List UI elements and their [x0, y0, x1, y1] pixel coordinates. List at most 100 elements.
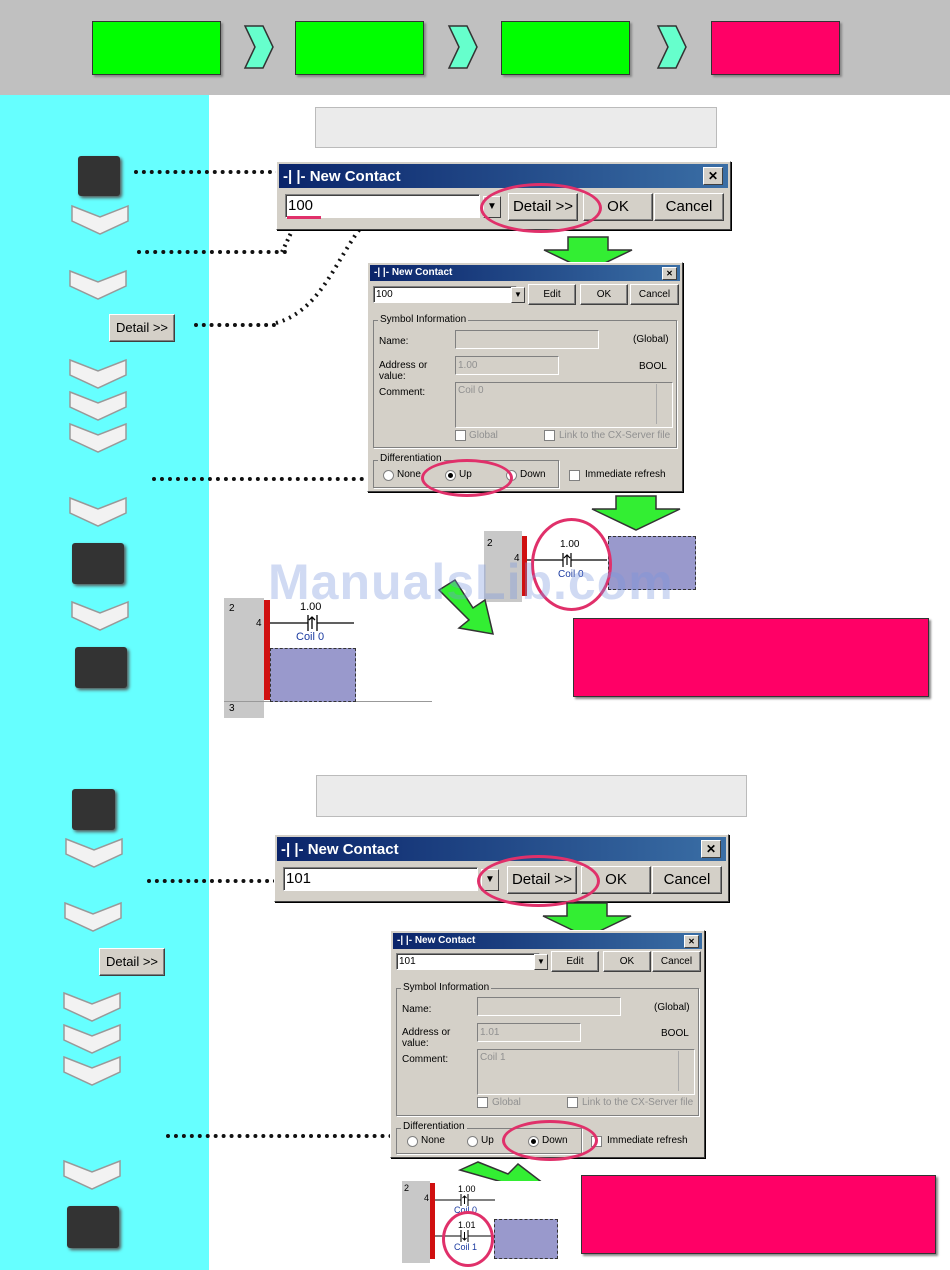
address-field[interactable]: 1.01 — [477, 1023, 581, 1042]
dialog-title: -| |- New Contact — [397, 935, 476, 946]
chevron-right-icon — [656, 25, 687, 69]
ladder-gutter — [402, 1181, 430, 1263]
radio-none[interactable] — [383, 470, 394, 481]
radio-up[interactable] — [467, 1136, 478, 1147]
arrow-down-icon — [591, 495, 681, 531]
comment-label: Comment: — [402, 1054, 449, 1065]
dialog-title-bar: -| |- New Contact ✕ — [393, 933, 702, 949]
key-square-marker — [72, 789, 115, 830]
leader-line — [194, 323, 276, 327]
rung-number: 2 — [487, 538, 493, 549]
radio-none[interactable] — [407, 1136, 418, 1147]
comment-label: Comment: — [379, 387, 426, 398]
dialog-title: -| |- New Contact — [281, 841, 399, 858]
power-rail — [430, 1183, 435, 1259]
chevron-down-icon — [63, 991, 121, 1022]
operand-input[interactable]: 100 — [373, 286, 517, 303]
link-checkbox[interactable] — [544, 430, 555, 441]
watermark: ManualsLib.com — [268, 554, 674, 610]
rung-number: 3 — [229, 703, 235, 714]
new-contact-detail-dialog: -| |- New Contact ✕ 100 ▼ Edit OK Cancel… — [367, 262, 683, 492]
cancel-button[interactable]: Cancel — [652, 951, 701, 972]
note-box — [581, 1175, 936, 1254]
operand-input[interactable]: 101 — [283, 867, 478, 891]
immediate-refresh-checkbox[interactable] — [569, 470, 580, 481]
ladder-snippet: 2 4 3 1.00 Coil 0 — [224, 598, 432, 718]
chevron-down-icon — [69, 390, 127, 421]
chevron-down-icon — [69, 269, 127, 300]
leader-line — [275, 204, 483, 325]
section-title-bar — [316, 775, 747, 817]
ladder-cursor[interactable] — [608, 536, 696, 590]
close-icon[interactable]: ✕ — [684, 935, 699, 948]
cancel-button[interactable]: Cancel — [652, 866, 722, 894]
contact-symbol — [270, 615, 354, 631]
group-label: Symbol Information — [401, 982, 492, 993]
ladder-cursor[interactable] — [494, 1219, 558, 1259]
global-tag: (Global) — [633, 334, 669, 345]
operand-input[interactable]: 100 — [285, 194, 480, 218]
chevron-down-icon — [71, 204, 129, 235]
chevron-down-icon — [63, 1159, 121, 1190]
address-label: Address or value: — [379, 360, 428, 382]
key-square-marker — [72, 543, 124, 584]
contact-comment: Coil 0 — [454, 1205, 478, 1215]
immediate-refresh-label: Immediate refresh — [585, 469, 666, 480]
link-checkbox[interactable] — [567, 1097, 578, 1108]
contact-comment: Coil 0 — [296, 631, 325, 643]
section-title-bar — [315, 107, 717, 148]
operand-input[interactable]: 101 — [396, 953, 540, 970]
edit-button[interactable]: Edit — [528, 284, 576, 305]
close-icon[interactable]: ✕ — [703, 167, 723, 185]
step-number: 4 — [514, 553, 520, 564]
name-field[interactable] — [455, 330, 599, 349]
chevron-down-icon — [69, 422, 127, 453]
ok-button[interactable]: OK — [580, 284, 628, 305]
chevron-down-icon — [71, 600, 129, 631]
contact-address: 1.00 — [458, 1184, 476, 1194]
comment-field[interactable]: Coil 1 — [477, 1049, 695, 1095]
chevron-down-icon — [69, 358, 127, 389]
name-field[interactable] — [477, 997, 621, 1016]
cancel-button[interactable]: Cancel — [630, 284, 679, 305]
dialog-title: -| |- New Contact — [283, 168, 401, 185]
global-tag: (Global) — [654, 1002, 690, 1013]
cancel-button[interactable]: Cancel — [654, 193, 724, 221]
chevron-right-icon — [243, 25, 274, 69]
new-contact-detail-dialog: -| |- New Contact ✕ 101 ▼ Edit OK Cancel… — [390, 930, 705, 1158]
new-contact-dialog: -| |- New Contact ✕ 100 ▼ Detail >> OK C… — [276, 161, 731, 230]
scrollbar[interactable] — [678, 1051, 691, 1091]
power-rail — [264, 600, 270, 700]
link-check-label: Link to the CX-Server file — [559, 430, 671, 441]
ladder-cursor[interactable] — [270, 648, 356, 702]
address-label: Address or value: — [402, 1027, 451, 1049]
step-box-3 — [501, 21, 630, 75]
dialog-title-bar: -| |- New Contact ✕ — [279, 164, 728, 188]
edit-button[interactable]: Edit — [551, 951, 599, 972]
step-box-2 — [295, 21, 424, 75]
group-label: Symbol Information — [378, 314, 469, 325]
global-checkbox[interactable] — [477, 1097, 488, 1108]
close-icon[interactable]: ✕ — [701, 840, 721, 858]
link-check-label: Link to the CX-Server file — [582, 1097, 694, 1108]
radio-up-label: Up — [481, 1135, 494, 1146]
scrollbar[interactable] — [656, 384, 669, 424]
triangle-down-icon[interactable]: ▼ — [511, 287, 525, 303]
chevron-down-icon — [64, 901, 122, 932]
chevron-right-icon — [447, 25, 478, 69]
ok-button[interactable]: OK — [603, 951, 651, 972]
leader-line — [147, 879, 285, 883]
global-checkbox[interactable] — [455, 430, 466, 441]
detail-button[interactable]: Detail >> — [99, 948, 165, 976]
header-bar — [0, 0, 950, 95]
comment-field[interactable]: Coil 0 — [455, 382, 673, 428]
ladder-gutter — [484, 531, 522, 602]
group-label: Differentiation — [401, 1121, 467, 1132]
triangle-down-icon[interactable]: ▼ — [534, 954, 548, 970]
detail-button[interactable]: Detail >> — [109, 314, 175, 342]
close-icon[interactable]: ✕ — [662, 267, 677, 280]
radio-none-label: None — [421, 1135, 445, 1146]
rung-number: 2 — [404, 1183, 410, 1193]
address-field[interactable]: 1.00 — [455, 356, 559, 375]
radio-down-label: Down — [520, 469, 546, 480]
